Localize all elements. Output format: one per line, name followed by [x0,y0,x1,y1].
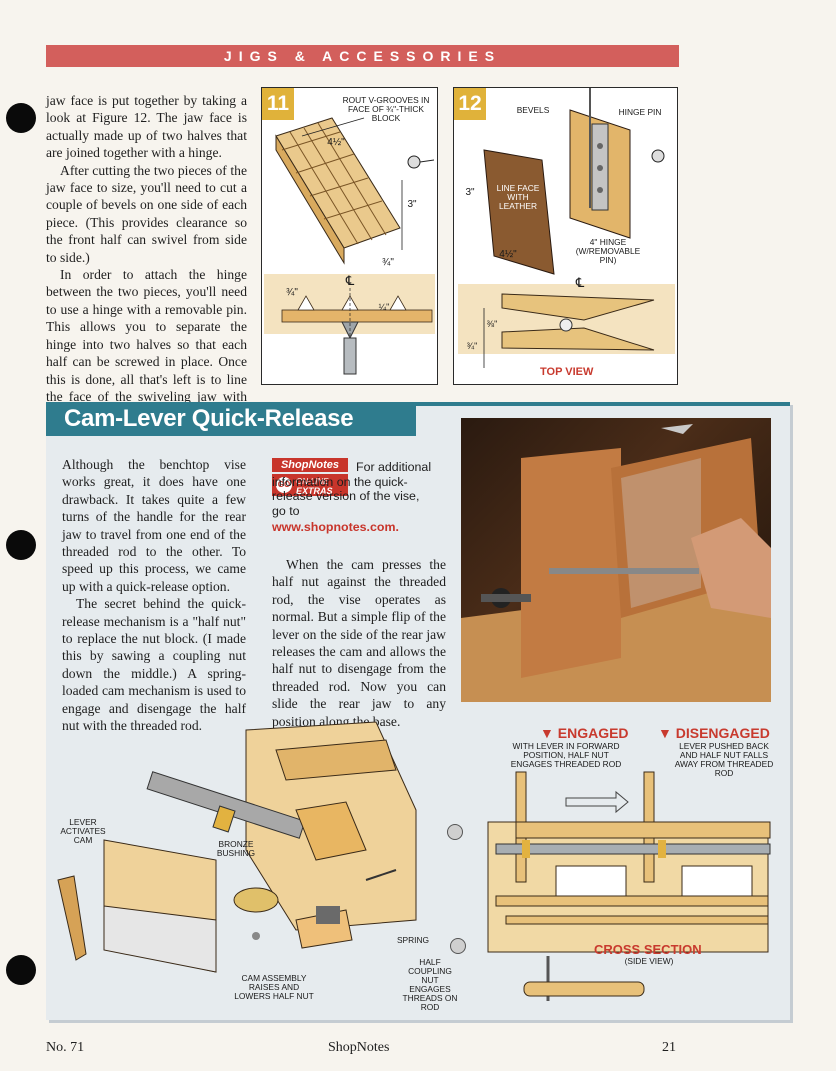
figure-number: 11 [262,88,294,120]
figure-number: 12 [454,88,486,120]
online-extras-box: ShopNotes GO ON-LINE EXTRAS For addition… [272,456,437,540]
exploded-view-drawing [57,721,417,973]
cross-section-drawing [487,771,771,1001]
issue-number: No. 71 [46,1040,85,1055]
cross-section-handle [447,824,463,840]
fig12-thick-label: ¾" [466,341,478,351]
fig12-gap-label: ⅜" [486,319,498,329]
spring-label: SPRING [396,935,430,945]
section-column-1: Although the benchtop vise works great, … [62,456,246,735]
figure-11: 11 ROUT V-GROOVES IN FACE OF ¾"-THICK BL… [261,87,438,385]
section-title: Cam-Lever Quick-Release [46,402,416,436]
intro-paragraph: In order to attach the hinge between the… [46,266,247,423]
lever-label: LEVER ACTIVATES CAM [60,817,106,845]
fig12-width-label: 4½" [499,249,517,260]
section-paragraph: The secret behind the quick-release mech… [62,596,246,734]
extras-label: EXTRAS [296,486,333,496]
disengaged-title: ▼ DISENGAGED [658,725,770,741]
fig11-centerline-label: ℄ [345,273,355,288]
fig11-rout-label: ROUT V-GROOVES IN FACE OF ¾"-THICK BLOCK [342,95,430,123]
fig12-bevels-label: BEVELS [516,105,550,115]
figure-12: 12 BEVELS HINGE PIN LINE FACE WITH LEATH… [453,87,678,385]
section-rule [416,402,790,406]
engaged-title: ▼ ENGAGED [540,725,629,741]
magazine-name: ShopNotes [328,1040,390,1055]
shopnotes-logo: ShopNotes [272,458,348,472]
web-box-url[interactable]: www.shopnotes.com. [272,520,399,534]
fig11-height-label: 3" [407,199,417,210]
cross-section-subtitle: (SIDE VIEW) [624,956,674,966]
fig11-side-label: ¾" [286,287,298,298]
online-extras-badge: GO ON-LINE EXTRAS [272,474,348,496]
engaged-desc: WITH LEVER IN FORWARD POSITION, HALF NUT… [510,741,622,769]
fig12-hinge-label: 4" HINGE (w/REMOVABLE PIN) [575,237,641,265]
fig12-centerline-label: ℄ [575,275,585,290]
go-icon: GO [276,477,292,493]
fig12-hinge-pin-label: HINGE PIN [618,107,662,117]
intro-paragraph: jaw face is put together by taking a loo… [46,93,247,161]
cross-section-title: CROSS SECTION [594,942,702,957]
section-header: JIGS & ACCESSORIES [46,45,679,67]
web-box-text: For additional information on the quick-… [272,460,432,518]
figure-11-drawing [264,117,435,375]
vise-photo [461,418,771,702]
figure-12-drawing [458,88,675,368]
page-number: 21 [662,1040,676,1055]
intro-column: jaw face is put together by taking a loo… [46,92,247,423]
binder-hole-middle [6,530,36,560]
half-nut-label: HALF COUPLING NUT ENGAGES THREADS ON ROD [402,957,458,1012]
binder-hole-bottom [6,955,36,985]
fig12-line-face-label: LINE FACE WITH LEATHER [496,183,540,211]
vise-photo-illustration [461,424,771,702]
section-paragraph: Although the benchtop vise works great, … [62,457,246,594]
section-column-2: When the cam presses the half nut agains… [272,556,446,730]
intro-paragraph: After cutting the two pieces of the jaw … [46,162,247,265]
binder-hole-top [6,103,36,133]
fig11-depth-label: ¾" [382,257,394,268]
disengaged-desc: LEVER PUSHED BACK AND HALF NUT FALLS AWA… [674,741,774,778]
online-label: ON-LINE [296,477,329,486]
section-paragraph: When the cam presses the half nut agains… [272,557,446,729]
fig11-groove-label: ¼" [378,302,390,312]
top-view-label: TOP VIEW [540,366,594,378]
fig12-height-label: 3" [465,187,475,198]
fig11-width-label: 4½" [327,137,345,148]
cam-assembly-label: CAM ASSEMBLY RAISES AND LOWERS HALF NUT [234,973,314,1001]
cross-section-handle-bottom [450,938,466,954]
bushing-label: BRONZE BUSHING [216,839,256,858]
